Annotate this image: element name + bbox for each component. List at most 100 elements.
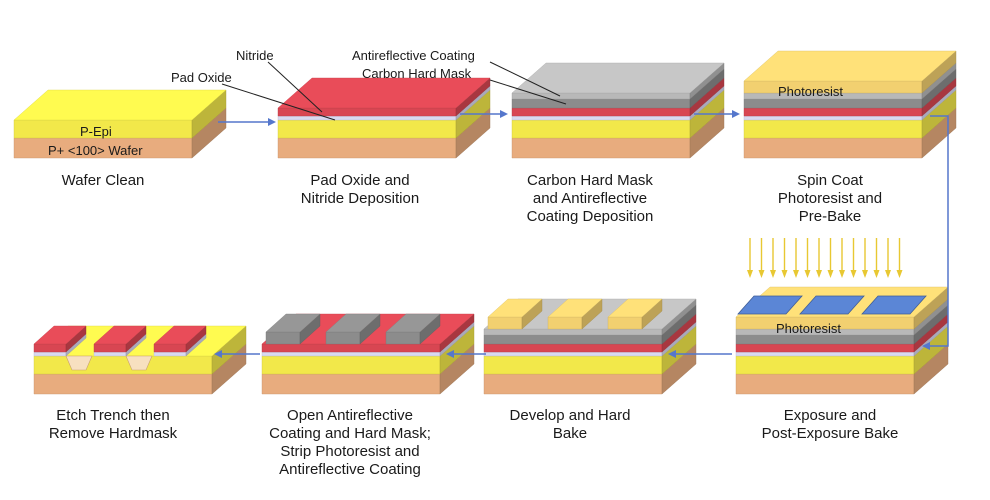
uv-arrow-head: [804, 270, 811, 278]
uv-arrow-head: [781, 270, 788, 278]
arrow-step6-to-step7-head: [446, 350, 454, 358]
photoresist-line-front: [487, 316, 523, 330]
pad-oxide-pad-front: [93, 351, 127, 357]
pad-oxide-layer-front: [743, 115, 923, 121]
substrate-layer-front: [277, 137, 457, 159]
nitride-pad-front: [33, 343, 67, 353]
caption-line: Photoresist and: [777, 190, 883, 207]
pad-oxide-layer-front: [511, 115, 691, 121]
caption-line: Open Antireflective: [287, 407, 413, 424]
callout-chm: Carbon Hard Mask: [362, 66, 472, 81]
caption-line: Wafer Clean: [61, 172, 145, 189]
arrow-step2-to-step3-head: [500, 110, 508, 118]
label-p-epi: P-Epi: [80, 124, 112, 139]
caption-line: Pad Oxide and: [310, 172, 410, 189]
pad-oxide-layer-front: [261, 351, 441, 357]
substrate-layer-front: [511, 137, 691, 159]
carbon-hard-mask-layer-front: [511, 98, 691, 109]
label-substrate: P+ <100> Wafer: [48, 143, 143, 158]
callout-nitride: Nitride: [236, 48, 274, 63]
wafer-stack-wafer-clean: P-Epi P+ <100> Wafer: [13, 89, 227, 159]
callout-arc: Antireflective Coating: [352, 48, 475, 63]
substrate-layer-front: [483, 373, 663, 395]
caption-open-arc-hardmask: Open Antireflective Coating and Hard Mas…: [240, 407, 460, 479]
caption-etch-trench: Etch Trench then Remove Hardmask: [18, 407, 208, 443]
uv-arrow-head: [793, 270, 799, 278]
wafer-stack-spin-coat: Photoresist: [743, 50, 957, 159]
nitride-pad-top: [33, 325, 87, 345]
uv-arrow-head: [758, 270, 765, 278]
arrow-step5-to-step6-head: [668, 350, 676, 358]
epi-layer-front: [33, 355, 213, 375]
nitride-layer-top: [277, 77, 491, 109]
nitride-layer-front: [277, 107, 457, 117]
caption-line: Nitride Deposition: [300, 190, 420, 207]
uv-arrow-head: [862, 270, 868, 278]
caption-pad-oxide-nitride: Pad Oxide and Nitride Deposition: [260, 172, 460, 208]
arrow-step4-to-step5-head: [922, 342, 930, 350]
substrate-layer-front: [743, 137, 923, 159]
uv-arrow-head: [747, 270, 753, 278]
nitride-pad-top: [93, 325, 147, 345]
caption-line: and Antireflective: [532, 190, 648, 207]
arc-layer-front: [511, 92, 691, 100]
caption-line: Strip Photoresist and: [280, 443, 420, 460]
pad-oxide-layer-front: [483, 351, 663, 357]
flow-arrows: [214, 110, 949, 358]
arc-layer-front: [483, 328, 663, 336]
caption-develop: Develop and Hard Bake: [475, 407, 665, 443]
substrate-layer-front: [735, 373, 915, 395]
leader-pad-oxide: [221, 83, 336, 121]
mask-plate: [737, 295, 803, 315]
label-photoresist: Photoresist: [778, 84, 843, 99]
wafer-stack-exposure: Photoresist: [735, 286, 949, 395]
pad-oxide-pad-front: [33, 351, 67, 357]
caption-spin-coat: Spin Coat Photoresist and Pre-Bake: [730, 172, 930, 226]
arc-layer-top: [511, 62, 725, 94]
trench: [125, 355, 153, 371]
hard-mask-line-front: [265, 331, 301, 345]
leader-chm: [489, 79, 567, 105]
caption-exposure: Exposure and Post-Exposure Bake: [720, 407, 940, 443]
label-photoresist-exposure: Photoresist: [776, 321, 841, 336]
substrate-layer-front: [33, 373, 213, 395]
hard-mask-line-top: [325, 313, 381, 333]
hard-mask-line-front: [325, 331, 361, 345]
uv-arrow-head: [885, 270, 891, 278]
epi-layer-front: [743, 119, 923, 139]
photoresist-line-front: [607, 316, 643, 330]
epi-layer-front: [483, 355, 663, 375]
photoresist-line-top: [607, 298, 663, 318]
caption-line: Carbon Hard Mask: [527, 172, 653, 189]
photoresist-line-top: [487, 298, 543, 318]
hard-mask-line-top: [265, 313, 321, 333]
epi-layer-front: [735, 355, 915, 375]
uv-arrow-head: [896, 270, 903, 278]
nitride-pad-front: [153, 343, 187, 353]
wafer-stack-open-arc: [261, 313, 475, 395]
photoresist-line-front: [547, 316, 583, 330]
epi-layer-front: [277, 119, 457, 139]
caption-line: Coating Deposition: [526, 208, 654, 225]
nitride-layer-front: [483, 343, 663, 353]
nitride-layer-front: [743, 107, 923, 117]
uv-arrow-head: [827, 270, 834, 278]
arrow-step1-to-step2-head: [268, 118, 276, 126]
caption-line: Coating and Hard Mask;: [269, 425, 431, 442]
caption-line: Remove Hardmask: [48, 425, 178, 442]
uv-arrow-head: [873, 270, 880, 278]
uv-light-arrows: [747, 238, 903, 278]
caption-chm-arc-deposition: Carbon Hard Mask and Antireflective Coat…: [490, 172, 690, 226]
wafer-stack-etch-trench: [33, 325, 247, 395]
pad-oxide-layer-front: [735, 351, 915, 357]
mask-plate: [861, 295, 927, 315]
nitride-layer-front: [511, 107, 691, 117]
carbon-hard-mask-layer-front: [735, 334, 915, 345]
uv-arrow-head: [839, 270, 845, 278]
mask-plate: [799, 295, 865, 315]
epi-layer-front: [511, 119, 691, 139]
caption-line: Post-Exposure Bake: [761, 425, 899, 442]
nitride-pad-front: [93, 343, 127, 353]
